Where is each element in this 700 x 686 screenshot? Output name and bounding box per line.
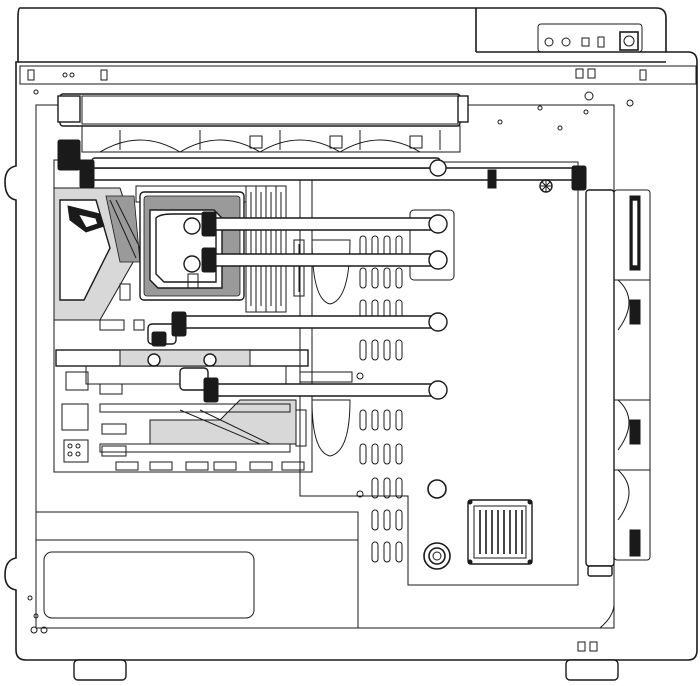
reservoir-fitting: [423, 542, 451, 570]
pump-heatsink-fins: [479, 510, 523, 554]
distro-plate: [299, 105, 589, 586]
cable-slots: [359, 235, 403, 563]
top-strip-holes: [27, 68, 647, 107]
top-radiator: [57, 93, 469, 153]
front-radiator: [585, 189, 651, 577]
gpu-bridge: [55, 323, 309, 391]
psu-shroud: [27, 511, 615, 634]
rotary-fitting: [539, 179, 553, 193]
rog-eye-logo: [67, 205, 105, 233]
hard-tubes: [57, 139, 587, 403]
case-feet: [73, 641, 619, 681]
front-io-panel: [537, 23, 643, 53]
cpu-water-block: [139, 191, 245, 301]
